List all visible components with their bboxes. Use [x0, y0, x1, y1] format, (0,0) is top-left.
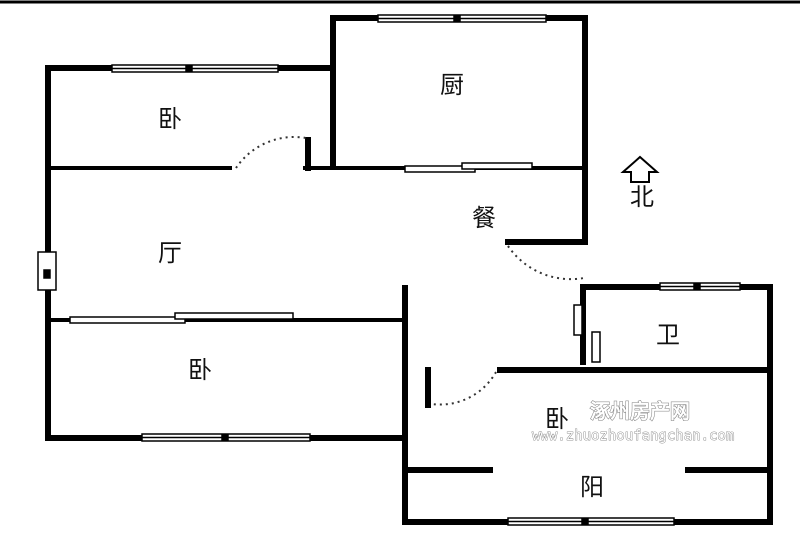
north-arrow-icon — [620, 155, 660, 183]
window-kitchen-north — [377, 14, 547, 23]
window-living-room-west — [37, 251, 57, 291]
window-bathroom-side — [573, 304, 601, 363]
door-swing-bedroom-nw — [235, 136, 307, 169]
window-bedroom-sw-north — [69, 312, 294, 324]
window-bedroom-sw-south — [141, 433, 311, 442]
room-label-bathroom: 卫 — [656, 321, 680, 349]
room-label-bedroom-nw: 卧 — [158, 105, 182, 133]
north-label: 北 — [630, 183, 654, 211]
door-swings — [235, 136, 585, 406]
window-bedroom-nw — [111, 64, 279, 73]
watermark-url: www.zhuozhoufangchan.com — [532, 428, 734, 444]
room-label-bedroom-se: 卧 — [545, 405, 569, 433]
watermark-site-name: 涿州房产网 — [590, 399, 690, 423]
window-kitchen-south — [404, 162, 533, 173]
room-label-kitchen: 厨 — [440, 71, 464, 99]
walls — [0, 0, 800, 525]
door-swing-bedroom-se — [431, 371, 497, 406]
room-label-living: 厅 — [158, 239, 182, 267]
windows — [37, 14, 741, 526]
door-swing-dining — [507, 245, 585, 281]
window-balcony — [507, 517, 675, 526]
window-bathroom — [659, 282, 741, 291]
room-label-balcony: 阳 — [580, 473, 604, 501]
room-label-bedroom-sw: 卧 — [188, 356, 212, 384]
room-label-dining: 餐 — [472, 204, 496, 232]
